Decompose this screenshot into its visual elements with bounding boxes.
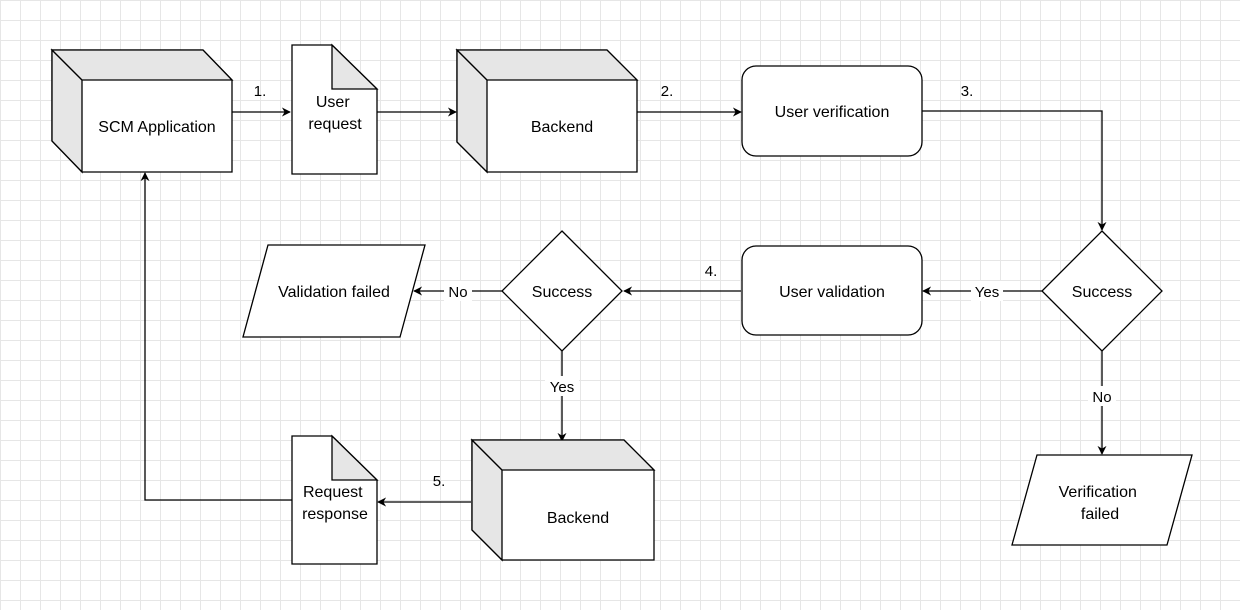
edge-label-step-1: 1. — [254, 83, 267, 100]
edge-label-step-3: 3. — [961, 83, 974, 100]
edge-backend-2-to-response: 5. — [377, 473, 471, 507]
node-scm-application[interactable]: SCM Application — [50, 48, 234, 174]
node-label: Validation failed — [278, 284, 390, 301]
edge-response-to-scm — [140, 172, 292, 501]
node-user-verification[interactable]: User verification — [741, 65, 923, 157]
node-label: SCM Application — [98, 119, 215, 136]
node-label: Backend — [547, 510, 609, 527]
node-label: Backend — [531, 119, 593, 136]
edge-label-yes-2: Yes — [550, 379, 574, 396]
node-label: User request — [308, 94, 362, 133]
node-label: User verification — [775, 104, 890, 121]
edge-scm-to-request: 1. — [232, 83, 291, 117]
node-backend-bottom[interactable]: Backend — [470, 438, 656, 562]
edge-success-1-to-verification-failed: No — [1088, 351, 1116, 455]
node-verification-failed[interactable]: Verification failed — [1011, 454, 1193, 546]
edge-label-step-2: 2. — [661, 83, 674, 100]
node-label: Success — [532, 284, 592, 301]
edge-success-2-to-backend-2: Yes — [545, 351, 579, 442]
node-success-verification[interactable]: Success — [1041, 230, 1163, 352]
edge-success-1-to-validation: Yes — [922, 281, 1042, 301]
edge-success-2-to-validation-failed: No — [413, 281, 502, 301]
node-user-request[interactable]: User request — [291, 43, 379, 175]
node-backend-top[interactable]: Backend — [455, 48, 639, 174]
node-label: Request response — [302, 484, 368, 523]
edge-validation-to-success-2: 4. — [623, 263, 741, 296]
node-success-validation[interactable]: Success — [501, 230, 623, 352]
node-label: Success — [1072, 284, 1132, 301]
node-validation-failed[interactable]: Validation failed — [242, 244, 426, 338]
edge-label-yes-1: Yes — [975, 284, 999, 301]
edge-verification-to-success-1: 3. — [922, 83, 1107, 231]
node-label: Verification failed — [1059, 484, 1142, 523]
node-request-response[interactable]: Request response — [291, 434, 379, 565]
node-user-validation[interactable]: User validation — [741, 245, 923, 336]
edge-backend-to-verification: 2. — [637, 83, 742, 117]
edge-label-step-4: 4. — [705, 263, 718, 280]
node-label: User validation — [779, 284, 885, 301]
edge-label-no-2: No — [448, 284, 467, 301]
edge-label-step-5: 5. — [433, 473, 446, 490]
edge-label-no-1: No — [1092, 389, 1111, 406]
